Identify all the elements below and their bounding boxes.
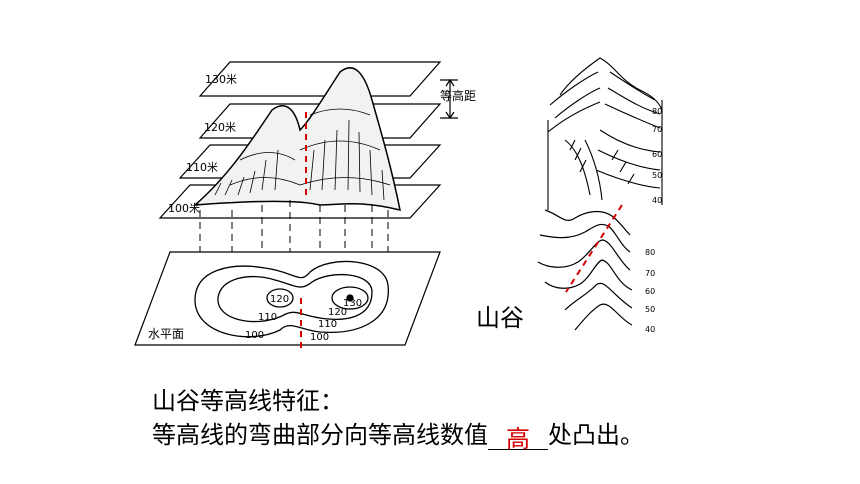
mountain-hatching <box>214 108 391 201</box>
answer-blank: 高 <box>488 423 548 453</box>
lower-tick-60: 60 <box>645 287 655 296</box>
contour-label-120-left: 120 <box>270 294 289 305</box>
valley-label: 山谷 <box>476 304 524 332</box>
upper-tick-70: 70 <box>652 125 662 134</box>
plane-label-100: 100米 <box>168 202 200 215</box>
lower-tick-70: 70 <box>645 269 655 278</box>
upper-tick-40: 40 <box>652 196 662 205</box>
contour-label-110-right: 110 <box>318 319 337 330</box>
feature-statement: 等高线的弯曲部分向等高线数值高处凸出。 <box>152 415 644 453</box>
base-plane <box>134 251 441 346</box>
upper-tick-80: 80 <box>652 107 662 116</box>
interval-label: 等高距 <box>440 88 476 103</box>
base-plane-label: 水平面 <box>148 327 184 341</box>
contour-label-120-right: 120 <box>328 307 347 318</box>
contour-label-130: 130 <box>343 298 362 309</box>
contour-label-110-left: 110 <box>258 312 277 323</box>
feature-prefix: 等高线的弯曲部分向等高线数值 <box>152 421 488 449</box>
right-diagram-ticks: 80 70 60 50 40 80 70 60 50 40 <box>645 107 662 334</box>
upper-tick-60: 60 <box>652 150 662 159</box>
contour-label-100-left: 100 <box>245 330 264 341</box>
plane-label-130: 130米 <box>205 73 237 86</box>
left-diagram-labels: 130米 120米 110米 100米 等高距 水平面 130 120 110 … <box>148 73 476 343</box>
base-contours <box>194 260 389 338</box>
plane-130 <box>198 61 442 97</box>
plane-label-110: 110米 <box>186 161 218 174</box>
lower-tick-40: 40 <box>645 325 655 334</box>
answer-text: 高 <box>506 425 530 453</box>
upper-tick-50: 50 <box>652 171 662 180</box>
lower-tick-80: 80 <box>645 248 655 257</box>
feature-suffix: 处凸出。 <box>548 421 644 449</box>
plane-label-120: 120米 <box>204 121 236 134</box>
relief-sketch <box>547 57 663 210</box>
lower-tick-50: 50 <box>645 305 655 314</box>
left-valley-axis <box>300 112 307 350</box>
right-valley-terrain-diagram <box>537 57 663 331</box>
contour-label-100-right: 100 <box>310 332 329 343</box>
valley-contours <box>537 209 633 331</box>
left-3d-contour-diagram <box>134 61 458 346</box>
interval-bracket <box>440 78 458 120</box>
feature-title: 山谷等高线特征： <box>152 387 344 415</box>
